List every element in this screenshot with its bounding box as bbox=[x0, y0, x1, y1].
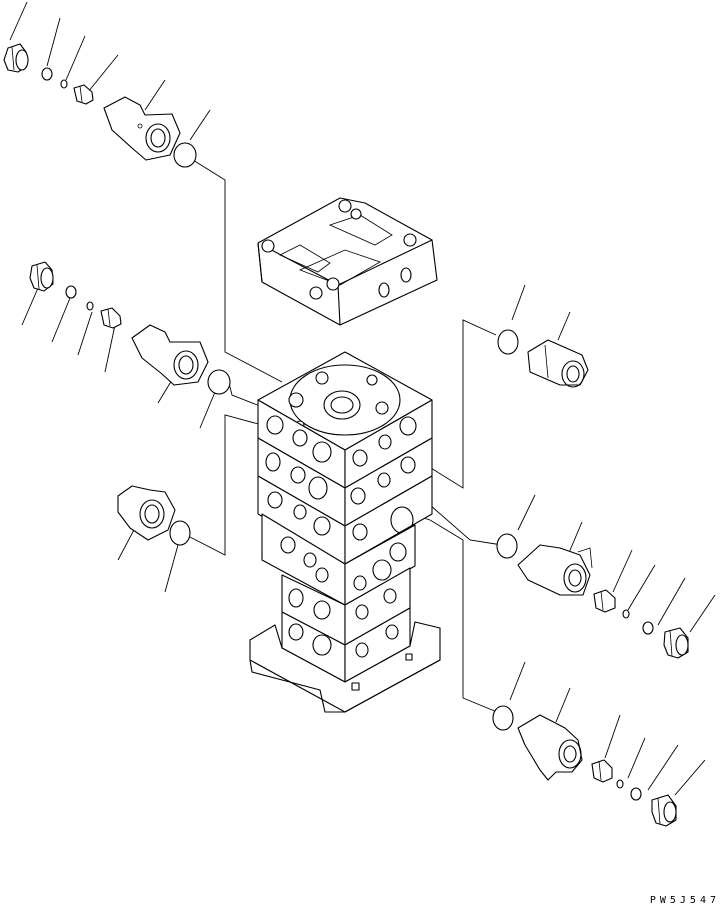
fitting-group-right-top bbox=[497, 329, 589, 388]
washer bbox=[616, 779, 624, 789]
flange-elbow bbox=[131, 324, 209, 386]
fitting-group-mid-left bbox=[29, 261, 231, 395]
plug-part bbox=[663, 627, 689, 659]
o-ring bbox=[173, 142, 197, 168]
flange-elbow bbox=[103, 96, 181, 161]
o-ring bbox=[492, 705, 514, 731]
valve-body bbox=[257, 351, 433, 683]
top-cover-block bbox=[257, 197, 438, 326]
o-ring bbox=[496, 533, 518, 559]
o-ring bbox=[207, 369, 231, 395]
flange-part bbox=[117, 485, 176, 541]
plug-part bbox=[651, 794, 677, 827]
washer bbox=[60, 79, 68, 89]
o-ring bbox=[497, 329, 519, 355]
plug-part bbox=[3, 43, 29, 73]
fitting-group-top-left bbox=[3, 43, 197, 168]
o-ring bbox=[169, 520, 191, 546]
fitting-group-right-bottom bbox=[492, 705, 677, 827]
o-ring bbox=[65, 285, 77, 299]
o-ring bbox=[41, 67, 53, 81]
o-ring bbox=[642, 621, 654, 635]
drawing-code-label: PW5J547 bbox=[649, 895, 720, 906]
adapter-part bbox=[593, 589, 616, 613]
leader-lines bbox=[9, 1, 716, 796]
base-plate bbox=[249, 621, 441, 713]
adapter-part bbox=[100, 307, 122, 329]
solenoid-elbow bbox=[517, 544, 593, 596]
fitting-group-right-mid bbox=[496, 533, 689, 659]
solenoid-valve bbox=[527, 339, 589, 388]
adapter-part bbox=[73, 84, 94, 105]
washer bbox=[622, 609, 630, 619]
plug-part bbox=[29, 261, 54, 292]
fitting-group-lower-left bbox=[117, 485, 191, 546]
solenoid-elbow bbox=[517, 714, 583, 781]
adapter-part bbox=[591, 759, 613, 783]
washer bbox=[86, 301, 94, 311]
o-ring bbox=[630, 787, 642, 801]
